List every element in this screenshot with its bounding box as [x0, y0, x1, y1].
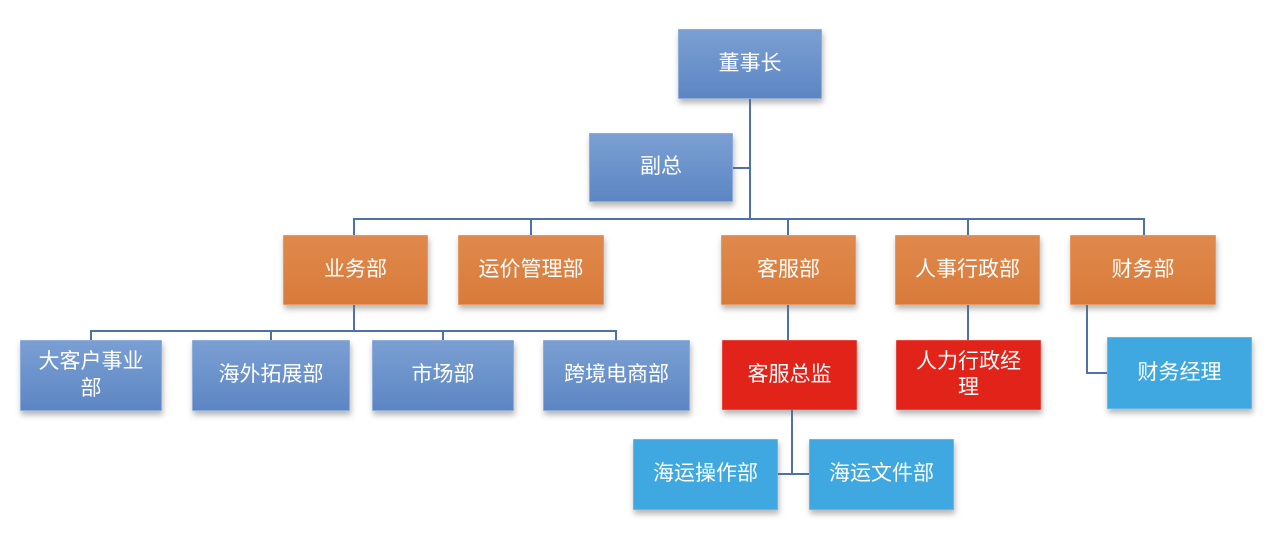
node-ocean-documents-dept: 海运文件部 — [809, 439, 954, 510]
node-business-dept-label: 业务部 — [324, 257, 387, 281]
connector-business-dept-bus — [90, 305, 617, 340]
node-overseas-expansion-dept: 海外拓展部 — [192, 340, 350, 411]
connector-finance-elbow — [1086, 305, 1107, 374]
connector-level3-bus — [353, 218, 1145, 235]
node-ocean-operations-dept-label: 海运操作部 — [653, 462, 758, 486]
node-marketing-dept: 市场部 — [372, 340, 514, 411]
node-key-account-dept: 大客户事业部 — [20, 340, 162, 411]
node-overseas-expansion-dept-label: 海外拓展部 — [218, 363, 324, 387]
node-ocean-documents-dept-label: 海运文件部 — [829, 462, 934, 486]
node-hr-admin-dept: 人事行政部 — [895, 235, 1040, 305]
node-business-dept: 业务部 — [283, 235, 428, 305]
node-marketing-dept-label: 市场部 — [411, 363, 475, 387]
node-vice-president-label: 副总 — [640, 155, 682, 179]
node-cross-border-ecommerce-dept-label: 跨境电商部 — [564, 363, 669, 387]
node-chairman-label: 董事长 — [718, 51, 782, 75]
node-customer-service-dept-label: 客服部 — [757, 257, 820, 281]
node-hr-admin-dept-label: 人事行政部 — [915, 257, 1020, 281]
node-key-account-dept-label: 大客户事业部 — [38, 350, 144, 400]
node-finance-dept-label: 财务部 — [1111, 257, 1175, 281]
node-hr-admin-manager: 人力行政经理 — [896, 340, 1041, 410]
node-finance-manager-label: 财务经理 — [1137, 360, 1222, 384]
node-customer-service-dept: 客服部 — [721, 235, 856, 305]
node-customer-service-director-label: 客服总监 — [747, 362, 832, 386]
node-ocean-operations-dept: 海运操作部 — [633, 439, 778, 510]
node-chairman: 董事长 — [678, 29, 822, 99]
node-finance-dept: 财务部 — [1070, 235, 1216, 305]
node-customer-service-director: 客服总监 — [722, 340, 857, 410]
node-freight-rate-dept-label: 运价管理部 — [478, 257, 584, 281]
node-cross-border-ecommerce-dept: 跨境电商部 — [543, 340, 690, 411]
node-finance-manager: 财务经理 — [1107, 337, 1252, 409]
node-vice-president: 副总 — [589, 133, 733, 202]
connector-cs-director-drop — [777, 410, 810, 475]
node-freight-rate-dept: 运价管理部 — [458, 235, 604, 305]
node-hr-admin-manager-label: 人力行政经理 — [916, 349, 1021, 399]
